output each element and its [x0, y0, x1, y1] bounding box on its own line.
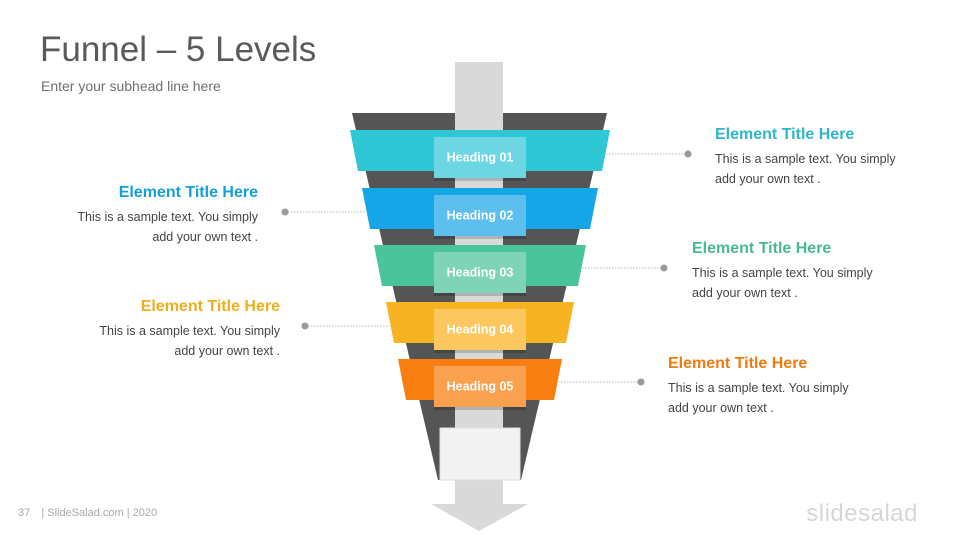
page-number: 37: [18, 507, 31, 519]
heading-tab-1: [434, 137, 526, 178]
connector-dot-2: [281, 208, 289, 216]
connector-dot-5: [637, 378, 645, 386]
funnel-level-3: Heading 03: [374, 245, 586, 296]
callout-title: Element Title Here: [715, 126, 855, 143]
heading-label-1: Heading 01: [447, 151, 514, 165]
callout-title: Element Title Here: [692, 240, 832, 257]
connector-dot-4: [301, 322, 309, 330]
slide-title: Funnel – 5 Levels: [40, 30, 317, 69]
callout-body-line: This is a sample text. You simply: [692, 266, 873, 280]
callout-body-line: add your own text .: [174, 344, 280, 358]
heading-tab-4: [434, 309, 526, 350]
heading-tab-2: [434, 195, 526, 236]
callout-body: This is a sample text. You simply add you…: [692, 263, 922, 303]
funnel-level-1: Heading 01: [350, 130, 610, 181]
callout-body-line: add your own text .: [668, 401, 774, 415]
brand-logo: slidesalad: [806, 500, 918, 527]
funnel-output-box: [439, 427, 521, 481]
callout-title: Element Title Here: [118, 184, 258, 201]
funnel-level-4: Heading 04: [386, 302, 574, 353]
footer-credit: | SlideSalad.com | 2020: [41, 507, 158, 519]
callout-title: Element Title Here: [140, 298, 280, 315]
footer: 37 | SlideSalad.com | 2020: [18, 507, 157, 519]
callout-body-line: This is a sample text. You simply: [77, 210, 258, 224]
funnel-arrow-head: [431, 504, 528, 531]
heading-tab-3: [434, 252, 526, 293]
callout-body-line: add your own text .: [152, 230, 258, 244]
callout-body-line: This is a sample text. You simply: [715, 152, 896, 166]
callout-body-line: add your own text .: [715, 172, 821, 186]
callout-body-line: add your own text .: [692, 286, 798, 300]
heading-label-5: Heading 05: [447, 380, 514, 394]
heading-tab-5: [434, 366, 526, 407]
heading-label-3: Heading 03: [447, 266, 514, 280]
connector-dot-1: [684, 150, 692, 158]
slide-subhead: Enter your subhead line here: [41, 78, 221, 94]
funnel-level-5: Heading 05: [398, 359, 562, 410]
callout-title: Element Title Here: [668, 355, 808, 372]
callout-body: This is a sample text. You simply add you…: [668, 378, 898, 418]
heading-label-4: Heading 04: [447, 323, 514, 337]
callout-body: This is a sample text. You simply add you…: [50, 321, 280, 361]
callout-body: This is a sample text. You simply add you…: [28, 207, 258, 247]
callout-body-line: This is a sample text. You simply: [99, 324, 280, 338]
connector-dot-3: [660, 264, 668, 272]
callout-body-line: This is a sample text. You simply: [668, 381, 849, 395]
funnel-level-2: Heading 02: [362, 188, 598, 239]
heading-label-2: Heading 02: [447, 209, 514, 223]
callout-body: This is a sample text. You simply add you…: [715, 149, 945, 189]
